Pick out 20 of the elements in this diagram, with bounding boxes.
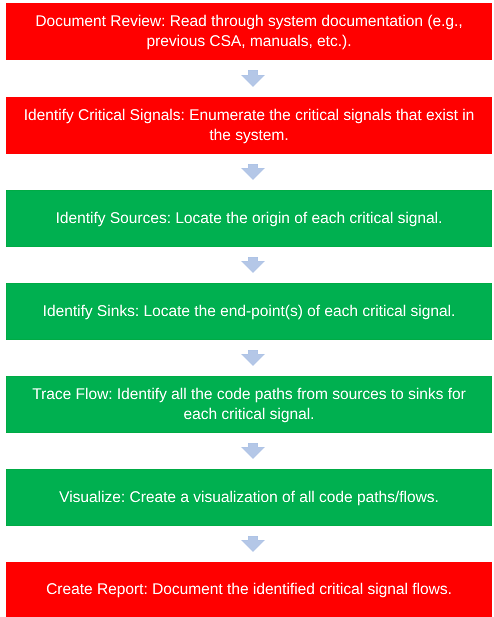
process-box xyxy=(6,283,492,340)
process-box xyxy=(6,469,492,526)
step-text: Create Report: Document the identified critical signal flows. xyxy=(46,580,452,600)
step-text: Trace Flow: Identify all the code paths from sources to sinks for each critical signal. xyxy=(31,385,467,424)
block-arrow xyxy=(241,536,265,552)
step-text: Identify Sources: Locate the origin of each critical signal. xyxy=(56,208,442,228)
process-box xyxy=(6,376,492,433)
step-text: Identify Sinks: Locate the end-point(s) of each critical signal. xyxy=(42,302,456,322)
block-arrow xyxy=(241,350,265,366)
block-arrow xyxy=(241,70,265,87)
process-box xyxy=(6,3,492,60)
step-text: Identify Critical Signals: Enumerate the critical signals that exist in the system. xyxy=(22,106,476,145)
block-arrow xyxy=(241,443,265,459)
step-text: Document Review: Read through system documentation (e.g., previous CSA, manuals, etc.). xyxy=(34,12,464,51)
block-arrow xyxy=(241,257,265,273)
process-box xyxy=(6,562,492,617)
process-box xyxy=(6,190,492,247)
step-text: Visualize: Create a visualization of all code paths/flows. xyxy=(59,488,439,508)
process-box xyxy=(6,97,492,154)
block-arrow xyxy=(241,164,265,180)
